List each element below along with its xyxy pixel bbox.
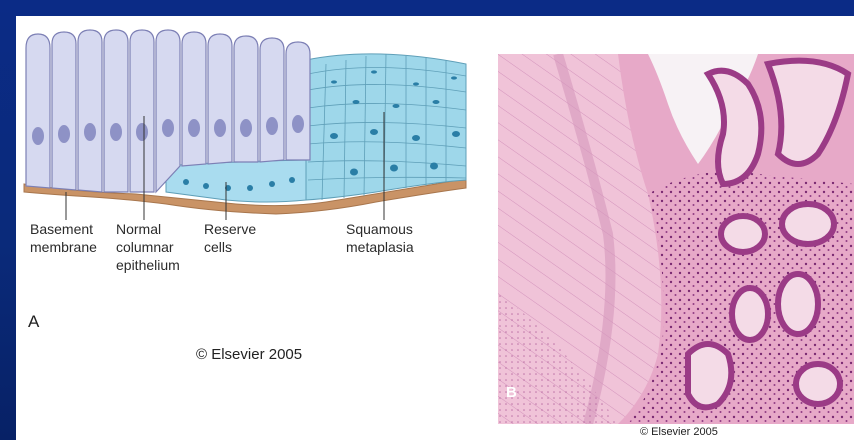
panel-b-letter: B xyxy=(506,384,517,401)
panel-a-letter: A xyxy=(28,312,39,332)
squamous-metaplasia-diagram xyxy=(16,16,496,316)
histology-micrograph xyxy=(498,54,854,424)
panel-a-copyright: © Elsevier 2005 xyxy=(196,346,302,363)
panel-b-copyright: © Elsevier 2005 xyxy=(640,426,718,438)
